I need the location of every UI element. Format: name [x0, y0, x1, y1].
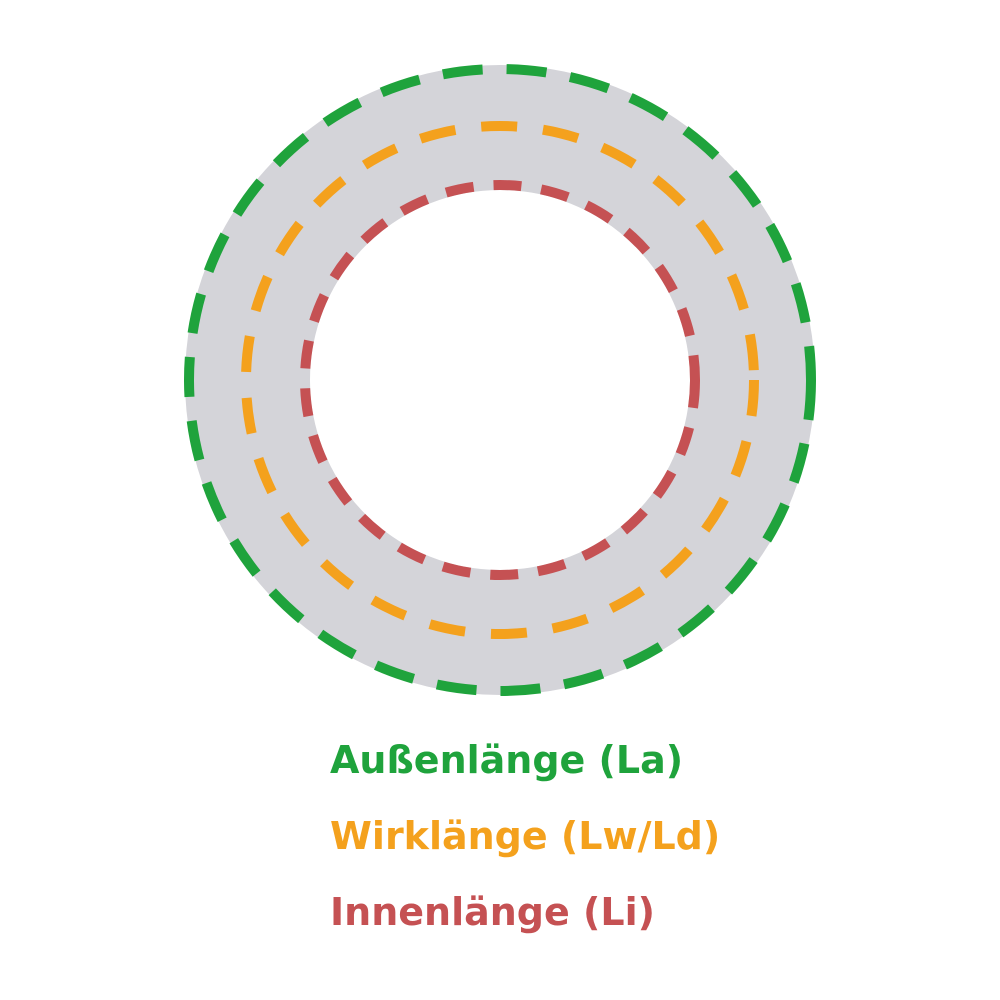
- effective-length-circle: [241, 121, 759, 639]
- inner-length-circle: [300, 180, 700, 580]
- effective-length-label: Wirklänge (Lw/Ld): [330, 814, 720, 858]
- outer-length-label: Außenlänge (La): [330, 738, 683, 782]
- outer-length-circle: [184, 64, 816, 696]
- inner-length-label: Innenlänge (Li): [330, 890, 655, 934]
